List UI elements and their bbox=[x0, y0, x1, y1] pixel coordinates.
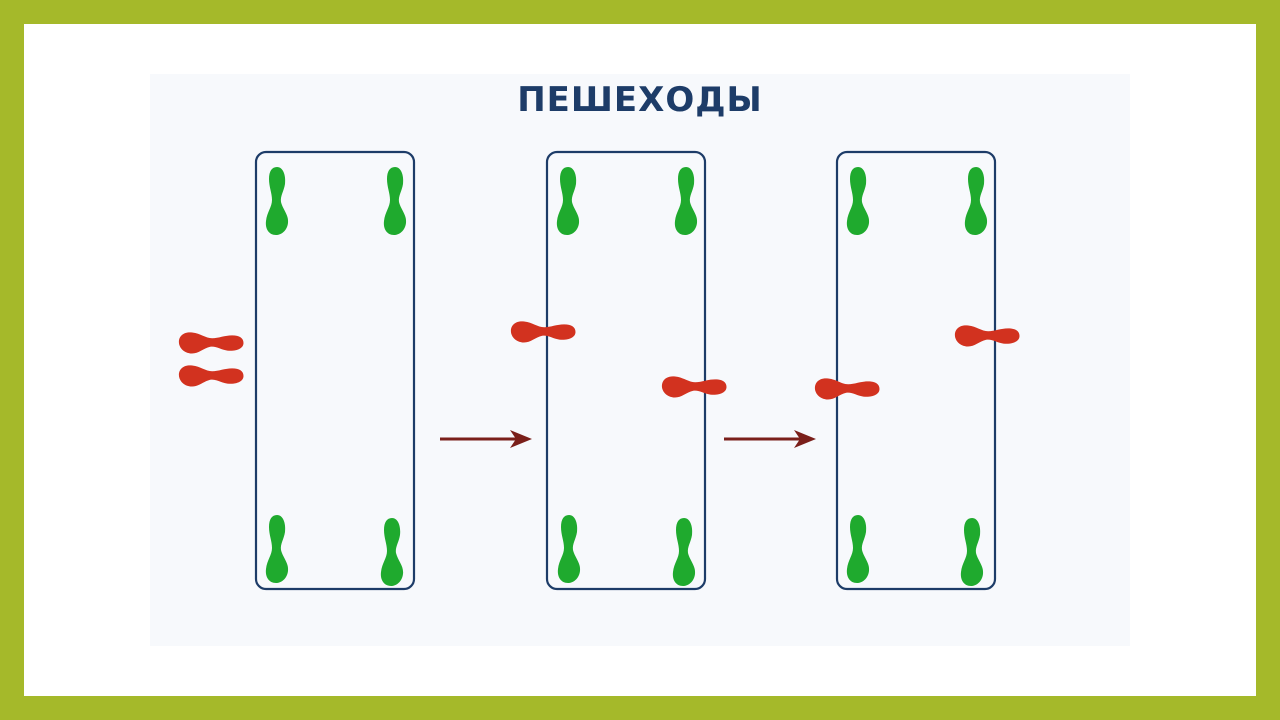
red-footprint-icon bbox=[178, 365, 244, 387]
green-footprint-icon bbox=[672, 518, 696, 586]
ladder-outline bbox=[254, 150, 416, 591]
green-footprint-icon bbox=[380, 518, 404, 586]
ladder-outline bbox=[545, 150, 707, 591]
green-footprint-icon bbox=[265, 515, 289, 583]
green-footprint-icon bbox=[846, 515, 870, 583]
ladder-step-3 bbox=[814, 150, 1020, 591]
right-arrow-icon bbox=[440, 430, 532, 448]
red-footprint-icon bbox=[661, 376, 727, 398]
red-footprint-icon bbox=[178, 332, 244, 354]
red-footprint-icon bbox=[510, 321, 576, 343]
green-footprint-icon bbox=[557, 515, 581, 583]
diagram-panel bbox=[150, 74, 1130, 646]
green-footprint-icon bbox=[556, 167, 580, 235]
red-footprint-icon bbox=[814, 378, 880, 400]
right-arrow-icon bbox=[724, 430, 816, 448]
green-footprint-icon bbox=[846, 167, 870, 235]
green-footprint-icon bbox=[383, 167, 407, 235]
green-footprint-icon bbox=[964, 167, 988, 235]
ladder-outline bbox=[835, 150, 997, 591]
green-footprint-icon bbox=[265, 167, 289, 235]
red-footprint-icon bbox=[954, 325, 1020, 347]
diagram-title: ПЕШЕХОДЫ bbox=[517, 80, 763, 120]
green-footprint-icon bbox=[674, 167, 698, 235]
ladder-step-2 bbox=[510, 150, 727, 591]
ladder-step-1 bbox=[178, 150, 416, 591]
green-footprint-icon bbox=[960, 518, 984, 586]
